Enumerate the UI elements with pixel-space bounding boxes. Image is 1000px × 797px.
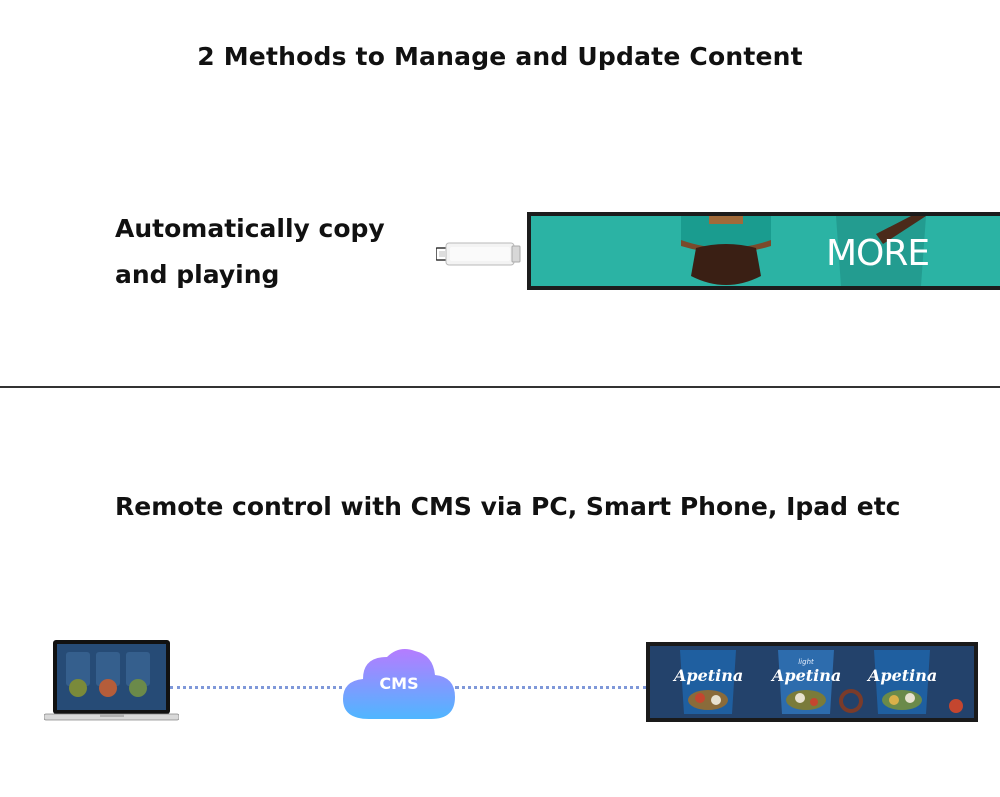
product-jar: Apetina (868, 650, 938, 714)
display-screen-navy: Apetina light Apetina Apetina (650, 646, 974, 718)
cms-cloud: CMS (341, 645, 457, 721)
display-screen-teal: MORE (531, 216, 1000, 286)
product-jar: light Apetina (772, 650, 842, 714)
onion-ring-graphic (839, 689, 863, 713)
connection-dots-right (455, 686, 647, 689)
connection-dots-left (170, 686, 342, 689)
section-divider (0, 386, 1000, 388)
brand-label: Apetina (868, 666, 938, 685)
method-usb-line2: and playing (115, 260, 280, 289)
more-logo: MORE (826, 233, 930, 274)
method-cms-description: Remote control with CMS via PC, Smart Ph… (115, 492, 901, 521)
method-usb-description: Automatically copy and playing (115, 206, 405, 298)
cloud-icon (343, 649, 455, 719)
tomato-graphic (949, 699, 963, 713)
brand-label: Apetina (674, 666, 744, 685)
method-usb-line1: Automatically copy (115, 214, 385, 243)
brand-label: Apetina (772, 666, 842, 685)
stretched-display-top: MORE (527, 212, 1000, 290)
cms-label: CMS (379, 674, 419, 693)
stretched-display-bottom: Apetina light Apetina Apetina (646, 642, 978, 722)
laptop-icon (44, 640, 179, 721)
usb-stick-icon (436, 242, 521, 266)
ice-cream-ad-graphic (681, 216, 926, 286)
page-title: 2 Methods to Manage and Update Content (197, 42, 803, 71)
light-tag: light (798, 658, 814, 666)
product-jar: Apetina (674, 650, 744, 714)
